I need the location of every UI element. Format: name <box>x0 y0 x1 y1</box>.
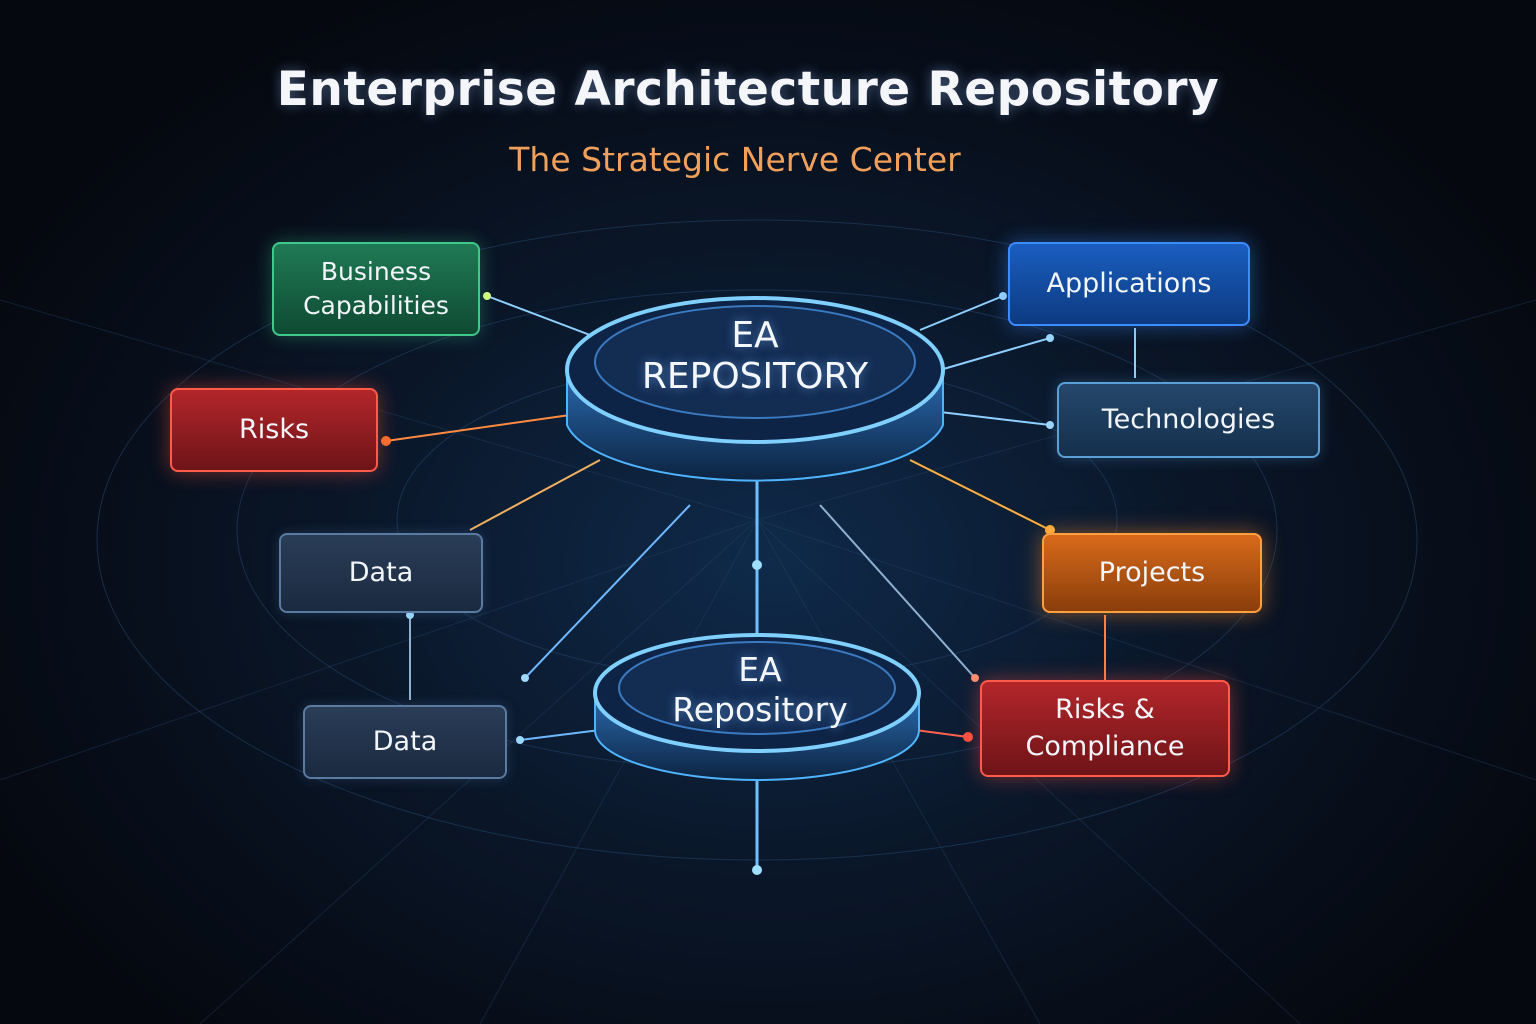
secondary-hub-label: EA Repository <box>620 650 900 729</box>
node-applications[interactable]: Applications <box>1008 242 1250 326</box>
connector-dots <box>381 292 1055 875</box>
secondary-hub-line1: EA <box>738 650 782 689</box>
node-data-lower[interactable]: Data <box>303 705 507 779</box>
node-risks-compliance[interactable]: Risks & Compliance <box>980 680 1230 777</box>
primary-hub-disk <box>565 296 945 482</box>
node-label: Compliance <box>1025 730 1185 762</box>
node-label: Applications <box>1046 267 1212 299</box>
secondary-hub-line2: Repository <box>672 689 848 729</box>
node-label: Risks & <box>1055 694 1155 726</box>
node-label: Data <box>348 556 414 588</box>
secondary-hub-disk <box>593 633 921 781</box>
node-risks[interactable]: Risks <box>170 388 378 472</box>
node-label: Business <box>320 257 432 287</box>
node-label: Risks <box>238 413 310 445</box>
node-technologies[interactable]: Technologies <box>1057 382 1320 458</box>
primary-hub-line1: EA <box>731 315 779 356</box>
primary-hub-line2: REPOSITORY <box>641 356 869 398</box>
primary-hub-label: EA REPOSITORY <box>605 315 905 398</box>
connectors <box>385 295 1136 870</box>
page-title: Enterprise Architecture Repository <box>276 62 1220 117</box>
node-label: Technologies <box>1101 403 1276 435</box>
node-label: Capabilities <box>303 291 449 320</box>
page-subtitle: The Strategic Nerve Center <box>509 140 961 179</box>
node-label: Data <box>372 725 438 757</box>
node-label: Projects <box>1098 556 1206 588</box>
node-data-upper[interactable]: Data <box>279 533 483 613</box>
node-projects[interactable]: Projects <box>1042 533 1262 613</box>
